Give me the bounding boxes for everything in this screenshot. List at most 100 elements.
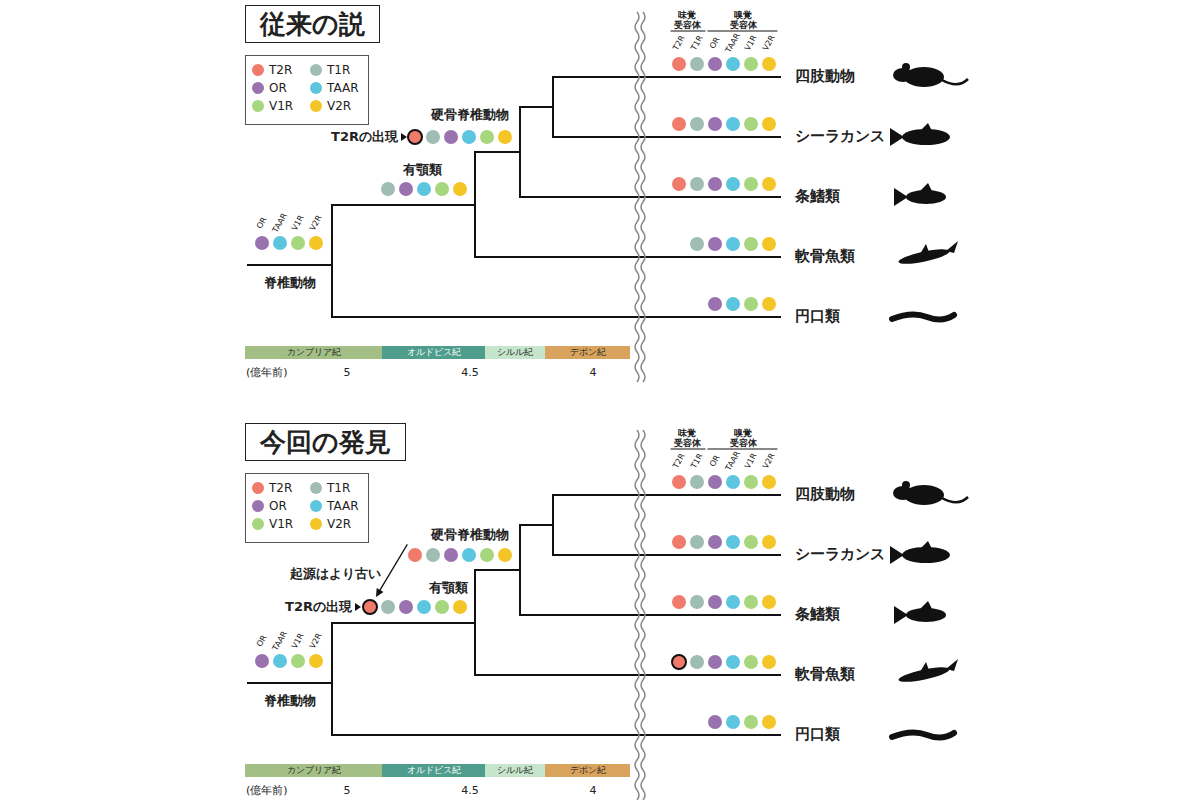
receptor-dot <box>291 236 305 250</box>
pointer-triangle <box>401 133 407 141</box>
header-rule <box>708 449 777 450</box>
legend-swatch <box>252 64 264 76</box>
tree-branch <box>474 152 476 257</box>
axis-tick: 5 <box>344 785 351 798</box>
receptor-header: 味覚 受容体 <box>674 11 701 31</box>
fish-silhouette <box>894 188 908 206</box>
tree-branch <box>520 524 553 526</box>
receptor-dot <box>309 236 323 250</box>
clade-name: 有顎類 <box>403 163 442 178</box>
fish-silhouette <box>902 129 950 145</box>
rodent-silhouette <box>942 497 968 502</box>
lamprey-silhouette <box>892 732 954 737</box>
legend-swatch <box>310 100 322 112</box>
receptor-dot <box>744 655 758 669</box>
axis-break <box>635 12 639 382</box>
rodent-silhouette <box>902 481 910 489</box>
fish-silhouette <box>920 601 932 609</box>
period-name: デボン紀 <box>570 347 606 357</box>
legend-text: T1R <box>327 481 350 495</box>
receptor-dot <box>291 654 305 668</box>
period-name: カンブリア紀 <box>287 765 341 775</box>
shark-silhouette <box>920 244 930 255</box>
receptor-dot <box>381 600 395 614</box>
receptor-dot <box>762 655 776 669</box>
receptor-name: V1R <box>743 452 759 471</box>
receptor-dot <box>744 57 758 71</box>
legend-item: TAAR <box>310 499 359 513</box>
receptor-dot <box>690 535 704 549</box>
tree-branch <box>475 569 520 571</box>
callout-note: 起源はより古い <box>290 567 381 582</box>
receptor-dot <box>726 177 740 191</box>
tree-branch <box>552 495 554 555</box>
legend-swatch <box>310 482 322 494</box>
receptor-dot-highlight <box>363 600 377 614</box>
receptor-dot <box>708 475 722 489</box>
receptor-dot-highlight <box>672 655 686 669</box>
receptor-name: OR <box>708 454 722 469</box>
receptor-dot <box>690 595 704 609</box>
title-box: 従来の説 <box>245 5 380 43</box>
legend-swatch <box>310 82 322 94</box>
tree-branch <box>331 623 333 735</box>
legend-item: OR <box>252 81 287 95</box>
receptor-header: 嗅覚 受容体 <box>730 11 757 31</box>
callout-arrowhead <box>376 588 384 597</box>
legend-swatch <box>252 482 264 494</box>
receptor-dot <box>273 236 287 250</box>
tree-branch <box>520 106 553 108</box>
receptor-dot <box>672 117 686 131</box>
receptor-dot <box>708 237 722 251</box>
receptor-name: TAAR <box>271 212 289 235</box>
receptor-dot <box>744 117 758 131</box>
receptor-dot <box>726 595 740 609</box>
receptor-name: V1R <box>290 632 306 651</box>
receptor-dot <box>762 177 776 191</box>
header-rule <box>708 31 777 32</box>
legend-text: TAAR <box>327 81 359 95</box>
axis-tick: 4.5 <box>461 785 479 798</box>
period-name: オルドビス紀 <box>407 765 461 775</box>
period-name: シルル紀 <box>497 765 533 775</box>
tree-branch <box>475 256 780 258</box>
legend-text: V2R <box>327 99 351 113</box>
receptor-dot <box>690 655 704 669</box>
receptor-dot <box>708 177 722 191</box>
legend-swatch <box>252 82 264 94</box>
title-text: 従来の説 <box>260 9 365 39</box>
receptor-dot <box>444 130 458 144</box>
axis-unit: (億年前) <box>246 785 288 798</box>
axis-break <box>641 12 645 382</box>
lamprey-silhouette <box>892 314 954 319</box>
receptor-dot <box>672 535 686 549</box>
receptor-dot <box>708 595 722 609</box>
receptor-dot <box>426 548 440 562</box>
period-band: オルドビス紀 <box>382 764 485 777</box>
receptor-name: TAAR <box>724 32 742 55</box>
receptor-dot <box>726 297 740 311</box>
period-name: デボン紀 <box>570 765 606 775</box>
tree-branch <box>553 494 780 496</box>
receptor-dot <box>498 548 512 562</box>
tree-branch <box>520 614 780 616</box>
receptor-dot <box>453 182 467 196</box>
receptor-dot <box>381 182 395 196</box>
tree-branch <box>332 734 780 736</box>
shark-silhouette <box>946 659 958 671</box>
receptor-dot <box>744 535 758 549</box>
legend-item: T1R <box>310 481 350 495</box>
legend-item: V2R <box>310 99 351 113</box>
receptor-dot <box>672 57 686 71</box>
fish-silhouette <box>920 123 932 131</box>
receptor-name: V2R <box>308 214 324 233</box>
tree-branch <box>520 196 780 198</box>
title-text: 今回の発見 <box>260 427 391 457</box>
tree-branch <box>332 316 780 318</box>
receptor-dot <box>408 548 422 562</box>
fish-silhouette <box>920 183 932 191</box>
rodent-silhouette <box>902 63 910 71</box>
legend-item: TAAR <box>310 81 359 95</box>
receptor-dot <box>309 654 323 668</box>
receptor-dot <box>744 595 758 609</box>
